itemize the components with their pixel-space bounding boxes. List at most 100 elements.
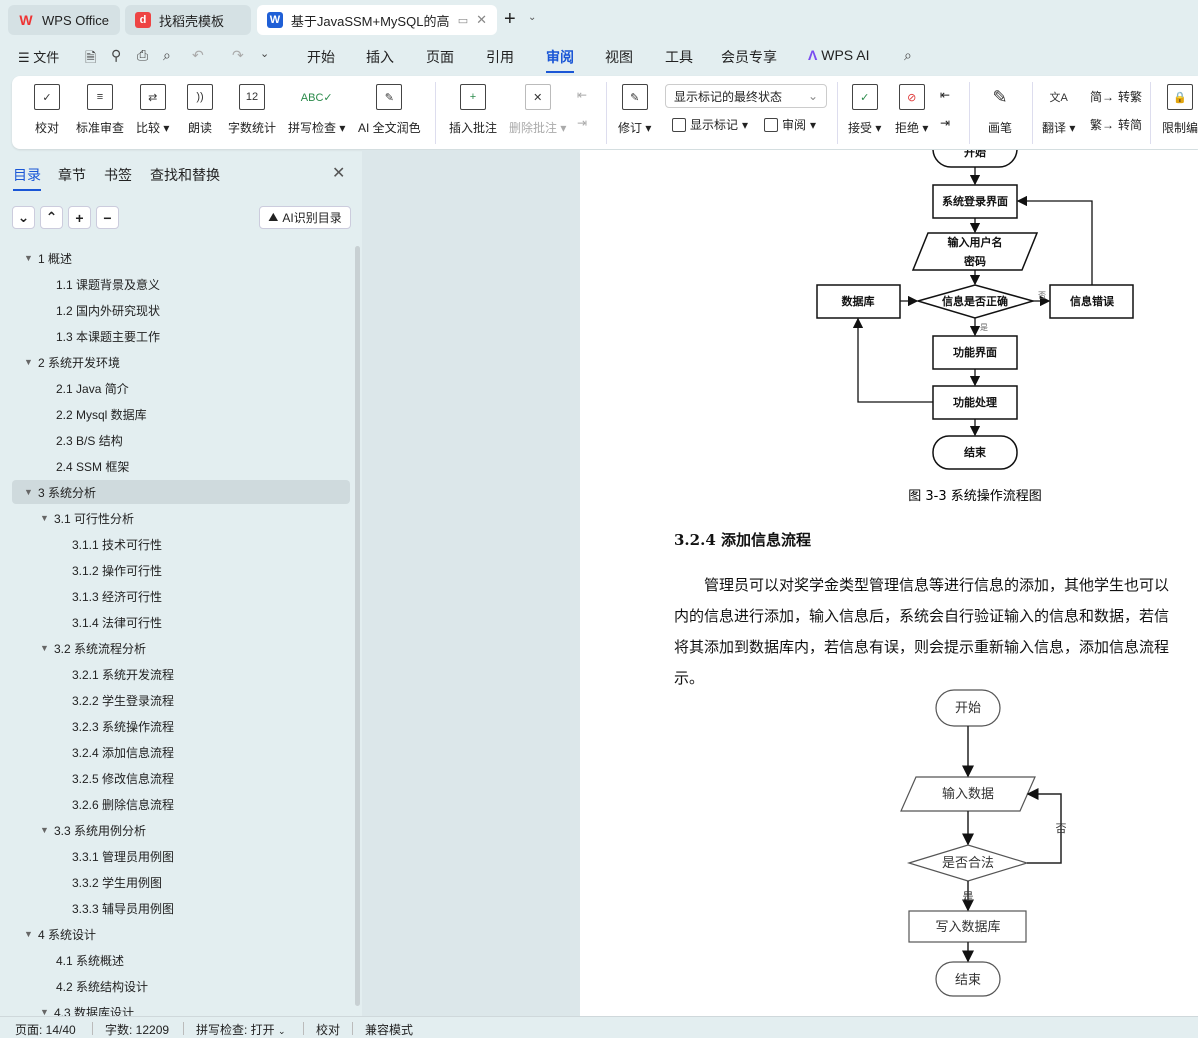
toc-item[interactable]: ▼4 系统设计 bbox=[12, 922, 350, 946]
toc-item[interactable]: 2.1 Java 简介 bbox=[12, 376, 350, 400]
panel-tab-find-replace[interactable]: 查找和替换 bbox=[150, 167, 220, 183]
prev-comment-icon[interactable]: ⇤ bbox=[577, 88, 588, 102]
toc-item[interactable]: 3.1.1 技术可行性 bbox=[12, 532, 350, 556]
toc-item[interactable]: 3.2.3 系统操作流程 bbox=[12, 714, 350, 738]
toc-item[interactable]: 1.2 国内外研究现状 bbox=[12, 298, 350, 322]
menu-review[interactable]: 审阅 bbox=[546, 49, 574, 73]
menu-tools[interactable]: 工具 bbox=[665, 49, 693, 65]
toc-item[interactable]: ▼3 系统分析 bbox=[12, 480, 350, 504]
review-pane-button[interactable]: 审阅 ▾ bbox=[764, 116, 816, 133]
expand-arrow-icon[interactable]: ▼ bbox=[24, 253, 33, 263]
remove-level-button[interactable]: − bbox=[96, 206, 119, 229]
toc-item[interactable]: 4.1 系统概述 bbox=[12, 948, 350, 972]
toc-scrollbar[interactable] bbox=[355, 246, 360, 1006]
reject-button[interactable]: ⊘拒绝 ▾ bbox=[895, 84, 928, 136]
toc-item[interactable]: 3.1.2 操作可行性 bbox=[12, 558, 350, 582]
panel-tab-chapters[interactable]: 章节 bbox=[58, 167, 86, 183]
toc-item[interactable]: 3.3.1 管理员用例图 bbox=[12, 844, 350, 868]
monitor-icon[interactable]: ▭ bbox=[457, 14, 469, 27]
toc-item[interactable]: 2.2 Mysql 数据库 bbox=[12, 402, 350, 426]
toc-item[interactable]: ▼2 系统开发环境 bbox=[12, 350, 350, 374]
redo-icon[interactable]: ↷ bbox=[232, 47, 244, 63]
accept-button[interactable]: ✓接受 ▾ bbox=[848, 84, 881, 136]
panel-tab-bookmarks[interactable]: 书签 bbox=[104, 167, 132, 183]
tab-list-chevron-icon[interactable]: ⌄ bbox=[528, 12, 537, 23]
toc-item[interactable]: 3.1.3 经济可行性 bbox=[12, 584, 350, 608]
more-chevron-icon[interactable]: ⌄ bbox=[260, 48, 270, 60]
wps-ai-button[interactable]: Λ WPS AI bbox=[808, 47, 869, 63]
toc-item[interactable]: 3.2.4 添加信息流程 bbox=[12, 740, 350, 764]
toc-item[interactable]: 2.3 B/S 结构 bbox=[12, 428, 350, 452]
expand-arrow-icon[interactable]: ▼ bbox=[40, 1007, 49, 1016]
toc-item[interactable]: 3.2.1 系统开发流程 bbox=[12, 662, 350, 686]
insert-comment-button[interactable]: +插入批注 bbox=[449, 84, 497, 136]
close-tab-icon[interactable]: ✕ bbox=[476, 12, 487, 27]
toc-item[interactable]: 3.2.6 删除信息流程 bbox=[12, 792, 350, 816]
expand-arrow-icon[interactable]: ▼ bbox=[24, 929, 33, 939]
toc-item[interactable]: ▼3.2 系统流程分析 bbox=[12, 636, 350, 660]
print-preview-icon[interactable]: ⌕ bbox=[163, 47, 171, 63]
toc-item[interactable]: 3.2.5 修改信息流程 bbox=[12, 766, 350, 790]
spell-check-button[interactable]: ABC✓拼写检查 ▾ bbox=[288, 84, 345, 136]
expand-arrow-icon[interactable]: ▼ bbox=[24, 487, 33, 497]
menu-reference[interactable]: 引用 bbox=[486, 49, 514, 65]
standard-review-button[interactable]: ≡标准审查 bbox=[76, 84, 124, 136]
add-level-button[interactable]: + bbox=[68, 206, 91, 229]
word-count[interactable]: 字数: 12209 bbox=[105, 1023, 170, 1037]
proofread-status[interactable]: 校对 bbox=[316, 1023, 341, 1037]
share-icon[interactable]: ⚲ bbox=[111, 47, 122, 63]
close-panel-icon[interactable]: ✕ bbox=[332, 165, 346, 182]
expand-up-button[interactable]: ⌃ bbox=[40, 206, 63, 229]
collapse-all-button[interactable]: ⌄ bbox=[12, 206, 35, 229]
menu-page[interactable]: 页面 bbox=[426, 49, 454, 65]
panel-tab-toc[interactable]: 目录 bbox=[13, 165, 41, 191]
track-changes-button[interactable]: ✎修订 ▾ bbox=[618, 84, 651, 136]
search-icon[interactable]: ⌕ bbox=[904, 47, 912, 63]
to-traditional-button[interactable]: 简→转繁 bbox=[1090, 88, 1142, 105]
menu-insert[interactable]: 插入 bbox=[366, 49, 394, 65]
toc-item[interactable]: ▼3.3 系统用例分析 bbox=[12, 818, 350, 842]
toc-item[interactable]: ▼4.3 数据库设计 bbox=[12, 1000, 350, 1017]
print-icon[interactable]: ⎙ bbox=[137, 47, 149, 63]
toc-item[interactable]: ▼3.1 可行性分析 bbox=[12, 506, 350, 530]
expand-arrow-icon[interactable]: ▼ bbox=[40, 825, 49, 835]
delete-comment-button[interactable]: ✕删除批注 ▾ bbox=[509, 84, 566, 136]
read-aloud-button[interactable]: ))朗读 bbox=[187, 84, 213, 136]
toc-item[interactable]: 2.4 SSM 框架 bbox=[12, 454, 350, 478]
proofread-button[interactable]: ✓校对 bbox=[34, 84, 60, 136]
ai-toc-button[interactable]: ⛰AI识别目录 bbox=[259, 206, 351, 229]
toc-item[interactable]: 3.3.3 辅导员用例图 bbox=[12, 896, 350, 920]
new-tab-button[interactable]: + bbox=[504, 8, 516, 30]
save-icon[interactable]: 🗎 bbox=[85, 49, 97, 65]
undo-icon[interactable]: ↶ bbox=[192, 47, 204, 63]
toc-item[interactable]: 3.2.2 学生登录流程 bbox=[12, 688, 350, 712]
toc-item[interactable]: 3.1.4 法律可行性 bbox=[12, 610, 350, 634]
toc-item[interactable]: 1.3 本课题主要工作 bbox=[12, 324, 350, 348]
compare-button[interactable]: ⇄比较 ▾ bbox=[136, 84, 169, 136]
spell-check-status[interactable]: 拼写检查: 打开 ⌄ bbox=[196, 1021, 286, 1038]
menu-view[interactable]: 视图 bbox=[605, 49, 633, 65]
file-menu[interactable]: ☰ 文件 bbox=[18, 50, 60, 65]
pen-button[interactable]: ✎画笔 bbox=[987, 84, 1013, 136]
to-simplified-button[interactable]: 繁→转简 bbox=[1090, 116, 1142, 133]
toc-item[interactable]: 1.1 课题背景及意义 bbox=[12, 272, 350, 296]
menu-member[interactable]: 会员专享 bbox=[721, 49, 777, 65]
toc-item[interactable]: 3.3.2 学生用例图 bbox=[12, 870, 350, 894]
toc-item[interactable]: 4.2 系统结构设计 bbox=[12, 974, 350, 998]
next-comment-icon[interactable]: ⇥ bbox=[577, 116, 588, 130]
next-change-icon[interactable]: ⇥ bbox=[940, 116, 951, 130]
menu-start[interactable]: 开始 bbox=[307, 49, 335, 65]
toc-item[interactable]: ▼1 概述 bbox=[12, 246, 350, 270]
ai-polish-button[interactable]: ✎AI 全文润色 bbox=[358, 84, 421, 136]
expand-arrow-icon[interactable]: ▼ bbox=[40, 643, 49, 653]
markup-display-select[interactable]: 显示标记的最终状态⌄ bbox=[665, 84, 827, 108]
expand-arrow-icon[interactable]: ▼ bbox=[40, 513, 49, 523]
show-markup-button[interactable]: 显示标记 ▾ bbox=[672, 116, 748, 133]
expand-arrow-icon[interactable]: ▼ bbox=[24, 357, 33, 367]
page-indicator[interactable]: 页面: 14/40 bbox=[15, 1023, 76, 1037]
